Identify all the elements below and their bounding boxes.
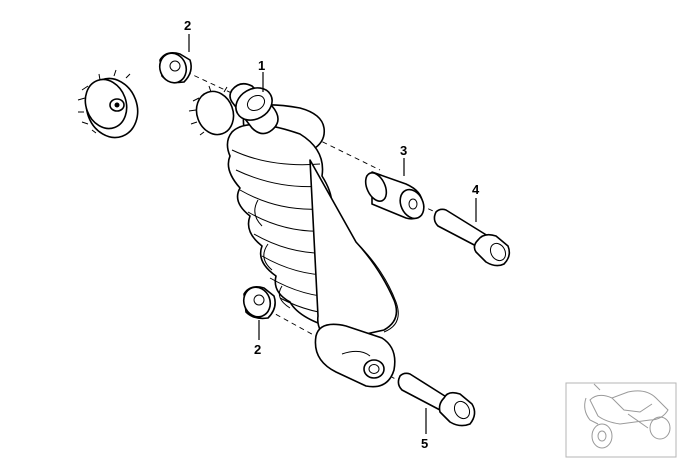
motorcycle-thumbnail [565,382,677,458]
bushing-top-part [158,52,192,84]
callout-1: 1 [258,58,265,73]
spacer-sleeve-part [364,171,425,220]
shock-absorber-part [188,82,399,388]
bolt-upper-part [433,208,511,267]
callout-4: 4 [472,182,480,197]
callout-2-top: 2 [184,18,191,33]
callout-5: 5 [421,436,428,451]
callout-2-bottom: 2 [254,342,261,357]
adjuster-knob-part [77,69,139,139]
callout-leaders [188,34,477,434]
bushing-bottom-part [242,286,276,320]
callout-3: 3 [400,143,407,158]
bolt-lower-part [397,372,476,427]
